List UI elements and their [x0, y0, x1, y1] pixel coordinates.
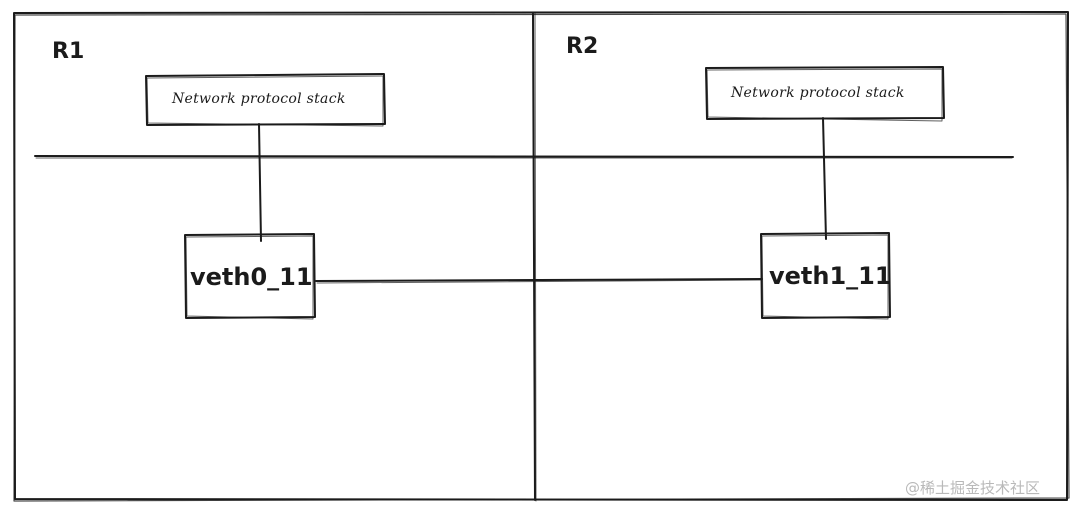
region-label-r2: R2: [566, 34, 599, 59]
veth0-box: [184, 233, 316, 320]
outer-frame: [13, 11, 1070, 502]
stack-boundary-line: [34, 155, 1014, 159]
r1-stack-box: [145, 73, 386, 127]
watermark-text: @稀土掘金技术社区: [905, 479, 1041, 497]
veth1-box: [760, 232, 891, 320]
region-label-r1: R1: [52, 39, 85, 64]
r2-stack-box: [705, 66, 945, 122]
r1-stack-label: Network protocol stack: [172, 91, 346, 107]
r1-stack-connector: [258, 123, 262, 242]
veth1-label: veth1_11: [769, 262, 892, 290]
veth-pair-link: [315, 278, 763, 284]
region-divider: [532, 12, 537, 502]
r2-stack-connector: [822, 117, 827, 240]
veth0-label: veth0_11: [190, 263, 313, 291]
r2-stack-label: Network protocol stack: [731, 85, 905, 101]
